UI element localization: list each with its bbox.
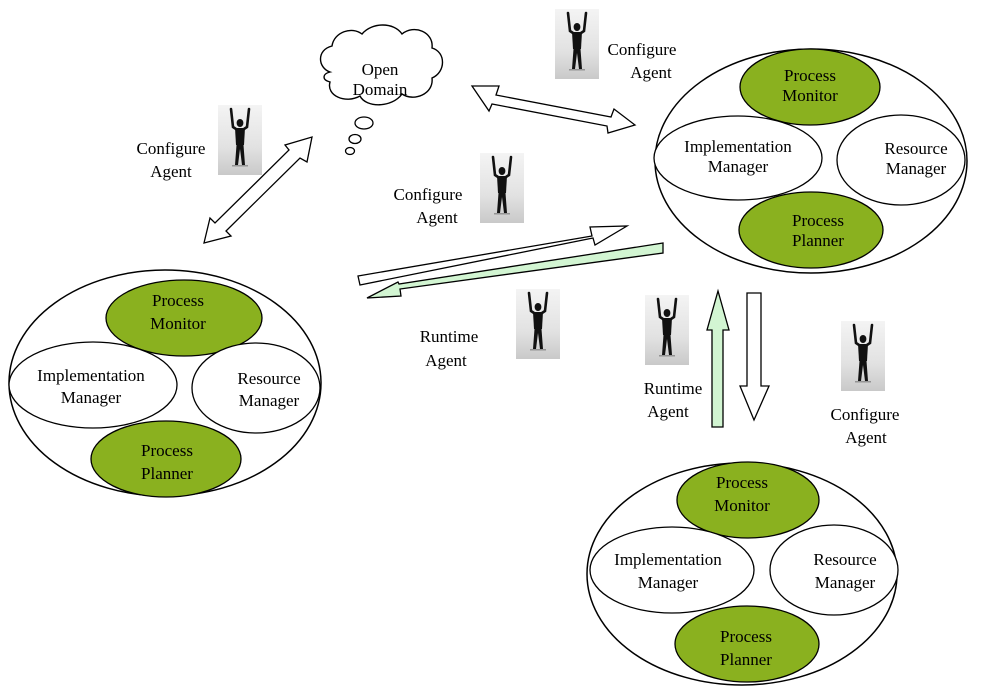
resource-manager-label: Resource — [884, 139, 947, 158]
cloud-bubble-large — [354, 116, 374, 130]
implementation-manager-label: Manager — [61, 388, 122, 407]
person-arms-raised-icon — [841, 320, 885, 392]
configure-agent-right-label: Agent — [845, 428, 887, 447]
process-planner-label: Process — [792, 211, 844, 230]
process-planner-label: Planner — [720, 650, 772, 669]
resource-manager — [191, 342, 321, 434]
runtime-agent-middle-label: Agent — [425, 351, 467, 370]
cloud-label-line1: Open — [362, 60, 399, 79]
runtime-arrow-to-left-cluster — [366, 242, 664, 299]
cloud-to-top-cluster-arrow — [470, 85, 637, 134]
resource-manager — [836, 114, 966, 206]
runtime-agent-right-label: Agent — [647, 402, 689, 421]
cloud-bubble-medium — [348, 133, 362, 145]
process-monitor-label: Process — [784, 66, 836, 85]
configure-agent-right-label: Configure — [831, 405, 900, 424]
process-planner-label: Process — [720, 627, 772, 646]
implementation-manager — [8, 341, 178, 429]
agent-cluster-top-right: Process Monitor Implementation Manager R… — [653, 48, 968, 274]
configure-agent-middle-label: Configure — [394, 185, 463, 204]
configure-agent-left-label: Agent — [150, 162, 192, 181]
process-planner-label: Planner — [792, 231, 844, 250]
process-planner-label: Planner — [141, 464, 193, 483]
process-monitor-label: Monitor — [714, 496, 770, 515]
implementation-manager-label: Manager — [708, 157, 769, 176]
resource-manager-label: Manager — [815, 573, 876, 592]
process-planner — [738, 191, 884, 269]
process-planner — [90, 420, 242, 498]
cloud-shape — [319, 24, 444, 106]
configure-agent-left-label: Configure — [137, 139, 206, 158]
process-monitor — [676, 461, 820, 539]
agent-cluster-left: Process Monitor Implementation Manager R… — [8, 269, 322, 498]
process-monitor — [739, 48, 881, 126]
process-monitor — [105, 279, 263, 357]
configure-arrow-down — [739, 292, 770, 422]
cloud-to-left-cluster-arrow — [203, 136, 313, 244]
process-monitor-label: Process — [152, 291, 204, 310]
resource-manager-label: Manager — [239, 391, 300, 410]
configure-agent-top-label: Agent — [630, 63, 672, 82]
process-monitor-label: Process — [716, 473, 768, 492]
resource-manager-label: Resource — [237, 369, 300, 388]
configure-agent-middle-label: Agent — [416, 208, 458, 227]
person-arms-raised-icon — [480, 152, 524, 224]
cloud-bubble-small — [344, 146, 356, 156]
person-arms-raised-icon — [645, 294, 689, 366]
configure-arrow-to-top-cluster — [357, 225, 630, 286]
resource-manager — [769, 524, 899, 616]
agent-cluster-bottom-right: Process Monitor Implementation Manager R… — [586, 461, 899, 686]
person-arms-raised-icon — [516, 288, 560, 360]
runtime-arrow-up — [706, 288, 730, 428]
implementation-manager-label: Implementation — [614, 550, 722, 569]
process-planner — [674, 605, 820, 683]
implementation-manager — [653, 115, 823, 201]
implementation-manager-label: Implementation — [37, 366, 145, 385]
person-arms-raised-icon — [555, 8, 599, 80]
process-monitor-label: Monitor — [150, 314, 206, 333]
runtime-agent-middle-label: Runtime — [420, 327, 479, 346]
implementation-manager — [589, 526, 755, 614]
process-monitor-label: Monitor — [782, 86, 838, 105]
resource-manager-label: Manager — [886, 159, 947, 178]
configure-agent-top-label: Configure — [608, 40, 677, 59]
implementation-manager-label: Manager — [638, 573, 699, 592]
open-domain-cloud: Open Domain — [319, 24, 444, 156]
person-arms-raised-icon — [218, 104, 262, 176]
runtime-agent-right-label: Runtime — [644, 379, 703, 398]
implementation-manager-label: Implementation — [684, 137, 792, 156]
cloud-label-line2: Domain — [353, 80, 408, 99]
resource-manager-label: Resource — [813, 550, 876, 569]
process-planner-label: Process — [141, 441, 193, 460]
